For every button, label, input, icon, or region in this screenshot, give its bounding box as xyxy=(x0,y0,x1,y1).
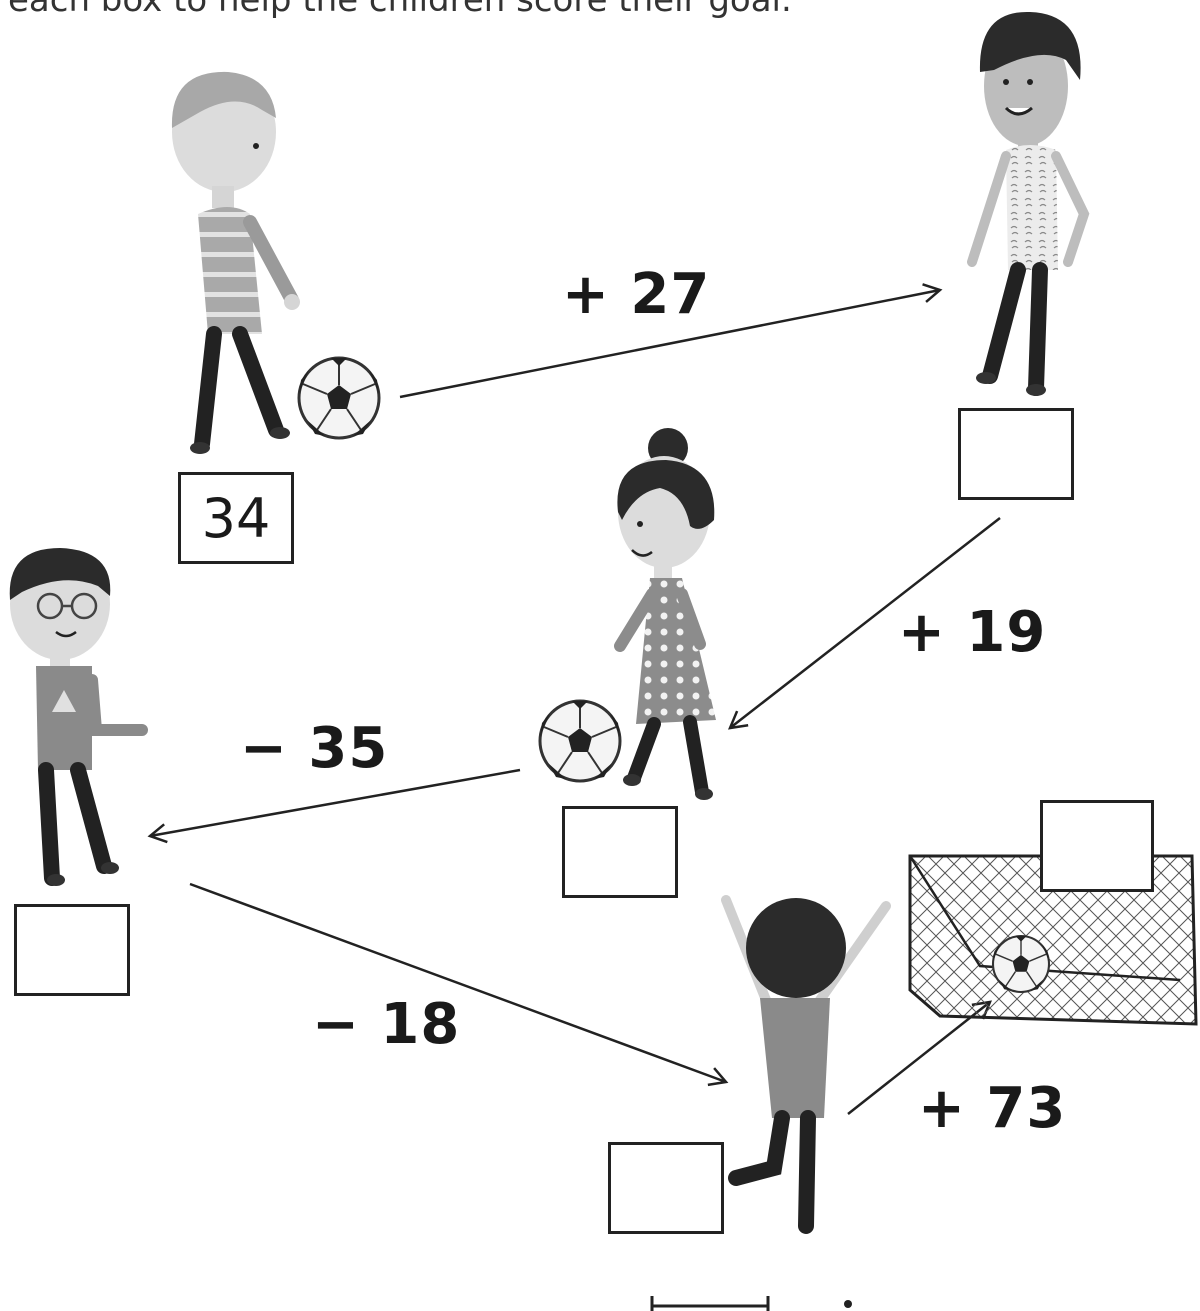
arrow-3 xyxy=(147,768,521,844)
answer-box-1[interactable] xyxy=(958,408,1074,500)
child-1-figure xyxy=(171,71,300,454)
cut-off-box xyxy=(650,1296,770,1311)
operation-label-1: + 27 xyxy=(562,262,711,327)
arrow-1 xyxy=(399,283,943,399)
operation-label-4: − 18 xyxy=(312,992,461,1057)
child-2-figure xyxy=(967,11,1090,396)
arrow-5 xyxy=(847,1000,993,1115)
child-4-figure xyxy=(9,548,148,886)
operation-label-5: + 73 xyxy=(918,1076,1067,1141)
instruction-text: each box to help the children score thei… xyxy=(8,0,792,20)
soccer-ball-1 xyxy=(297,356,381,440)
arrow-4 xyxy=(189,882,729,1087)
dot-mark xyxy=(844,1300,852,1308)
arrow-2 xyxy=(727,517,1001,730)
answer-box-3[interactable] xyxy=(14,904,130,996)
start-number-box: 34 xyxy=(178,472,294,564)
soccer-ball-goal xyxy=(991,934,1051,994)
soccer-ball-2 xyxy=(538,699,622,783)
child-5-figure xyxy=(721,895,891,1234)
operation-label-2: + 19 xyxy=(898,600,1047,665)
child-3-figure xyxy=(614,428,716,800)
operation-label-3: − 35 xyxy=(240,716,389,781)
answer-box-4[interactable] xyxy=(608,1142,724,1234)
answer-box-5[interactable] xyxy=(1040,800,1154,892)
answer-box-2[interactable] xyxy=(562,806,678,898)
